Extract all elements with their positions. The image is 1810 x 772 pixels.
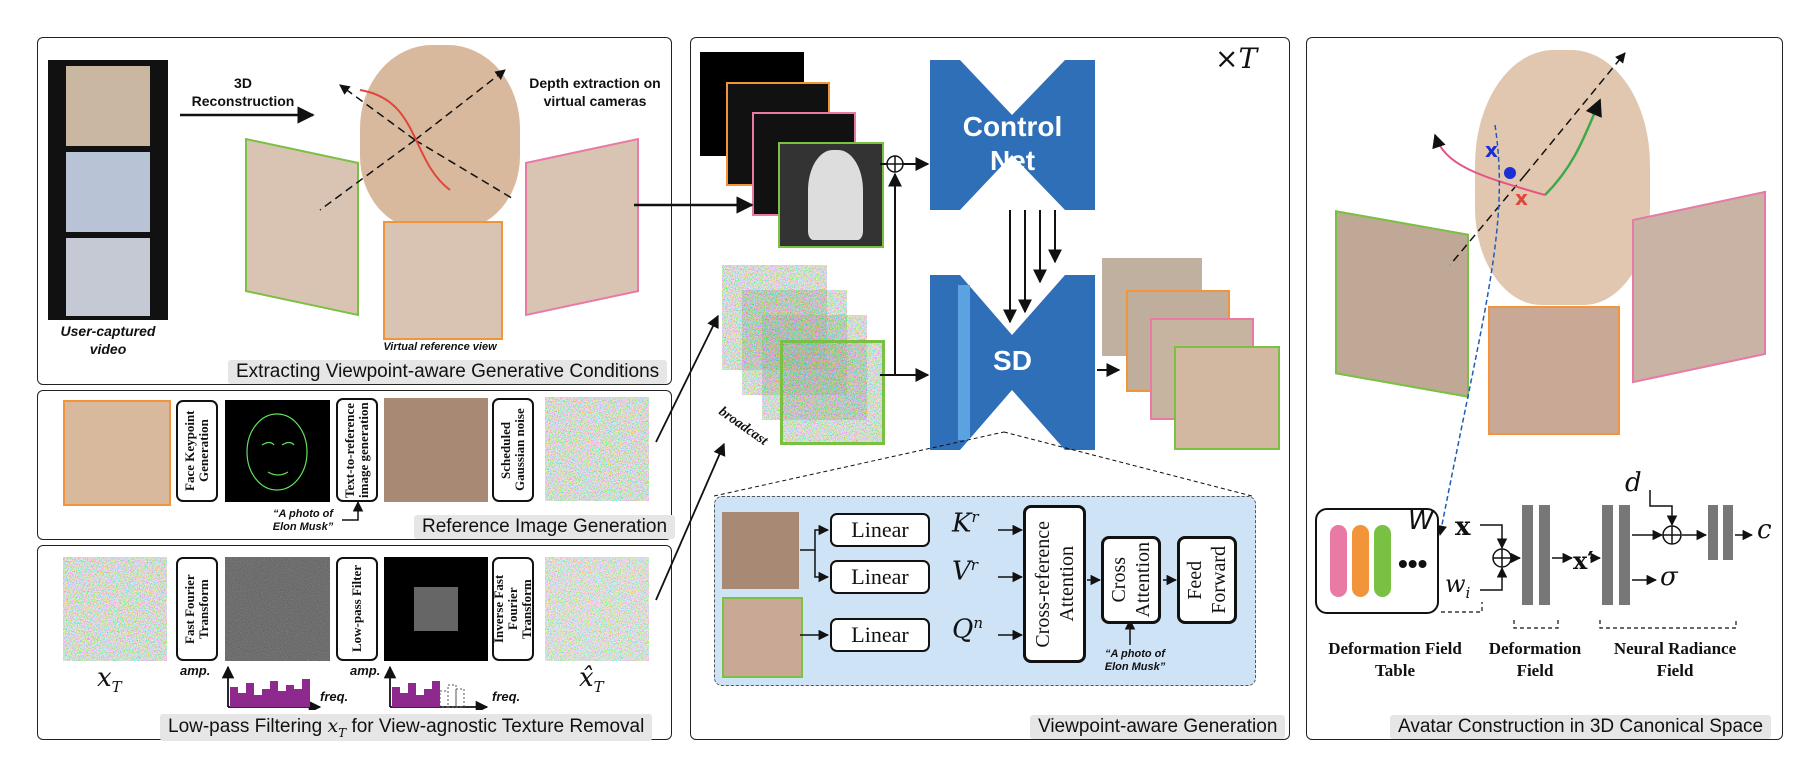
controlnet-label: Control Net [962,111,1063,176]
noise-xT-hat [545,557,649,661]
text2ref-step: Text-to-reference image generation [336,398,378,502]
xT-hat-label: x̂T [579,663,604,697]
linear-k: Linear [830,513,930,547]
conditions-to-depth-arrow [634,196,754,214]
k-label: Kr [952,508,979,539]
noisy-4 [780,340,885,445]
svg-text:x: x [1515,186,1528,210]
attn-musk-gen [722,597,803,678]
panel5-caption: Avatar Construction in 3D Canonical Spac… [1390,715,1772,739]
out-bar-1 [1708,505,1718,560]
video-frame-2 [66,152,150,232]
histogram-filtered [384,665,489,710]
sd-out-arrow [1097,363,1121,377]
def-field-label: Deformation Field [1488,639,1582,680]
panel2-prompt: “A photo of Elon Musk” [272,508,334,533]
right-view-plane [525,137,639,317]
unet-arrows [880,155,1062,382]
q-label: Qn [952,614,983,645]
feed-forward: Feed Forward [1177,536,1237,624]
freq-label-1: freq. [320,689,349,704]
nerf-bar-1 [1602,505,1613,605]
noise-step: Scheduled Gaussian noise [492,398,534,502]
keypoint-step: Face Keypoint Generation [176,400,218,502]
recon-arrow [180,106,315,124]
panel2-caption: Reference Image Generation [414,515,676,539]
nerf-label: Neural Radiance Field [1613,639,1737,680]
svg-text:x: x [1485,138,1498,162]
x-label: x [1455,512,1471,542]
cross-ref-attention: Cross-reference Attention [1023,505,1086,663]
attn-arrows [800,524,1178,645]
depth-label: Depth extraction on virtual cameras [529,75,661,109]
fft-step: Fast Fourier Transform [176,557,218,661]
video-frame-1 [66,66,150,146]
video-label: User-captured video [60,323,156,357]
panel4-prompt: “A photo of Elon Musk” [1104,648,1166,673]
spectrum-filtered [384,557,488,661]
sigma-label: σ [1660,562,1678,592]
avatar-view-front [1488,306,1620,435]
xprime-label: x′ [1573,546,1594,575]
attn-musk-ref [722,512,799,589]
rays [319,69,516,211]
sd-block [930,275,1095,450]
table-column-green [1374,525,1391,597]
noise-xT [63,557,167,661]
panel3-caption: Low-pass Filtering xT for View-agnostic … [160,714,653,741]
panel1-caption: Extracting Viewpoint-aware Generative Co… [228,360,668,384]
histogram-full [222,665,322,710]
d-label: d [1625,468,1642,498]
depth-silhouette [808,150,863,240]
wi-label: wi [1445,570,1471,602]
linear-q: Linear [830,618,930,652]
reconstructed-head [360,45,520,230]
w-label: W [1408,506,1434,536]
nerf-bar-2 [1619,505,1630,605]
output-4 [1174,346,1280,450]
table-ellipsis: ••• [1398,548,1428,579]
canonical-avatar [1475,50,1650,305]
out-bar-2 [1723,505,1733,560]
times-t-label: ×T [1215,42,1258,75]
noisy-reference [545,397,649,501]
ref-view-label: Virtual reference view [383,341,497,353]
reference-view-plane [383,221,503,340]
video-frame-3 [66,238,150,316]
amp-label-1: amp. [180,663,211,678]
table-column-orange [1352,525,1369,597]
recon-label: 3D Reconstruction [191,75,295,109]
keypoint-outline [246,413,308,491]
freq-label-2: freq. [492,689,521,704]
controlnet-block [930,60,1095,210]
cross-attention: Cross Attention [1101,536,1161,624]
lowpass-step: Low-pass Filter [336,557,378,661]
linear-v: Linear [830,560,930,594]
avatar-rays: x x [1432,52,1626,537]
xT-label: xT [97,663,122,697]
ifft-step: Inverse Fast Fourier Transform [491,557,534,661]
ref-face-photo [63,400,171,506]
def-bar-1 [1522,505,1533,605]
musk-reference [384,398,488,502]
v-label: Vr [952,556,978,587]
detail-zoom-lines [714,431,1253,497]
attention-detail [714,496,1256,686]
prompt-arrow [342,500,364,521]
c-label: c [1757,515,1772,545]
amp-label-2: amp. [350,663,381,678]
table-label: Deformation Field Table [1328,639,1462,680]
keypoint-map [225,400,330,502]
mlp-arrows [1440,490,1754,629]
table-column-pink [1330,525,1347,597]
panel4-caption: Viewpoint-aware Generation [1030,715,1286,739]
def-bar-2 [1539,505,1550,605]
cross-panel-arrows [655,314,726,601]
sd-label: SD [993,345,1032,376]
spectrum-full [225,557,330,661]
